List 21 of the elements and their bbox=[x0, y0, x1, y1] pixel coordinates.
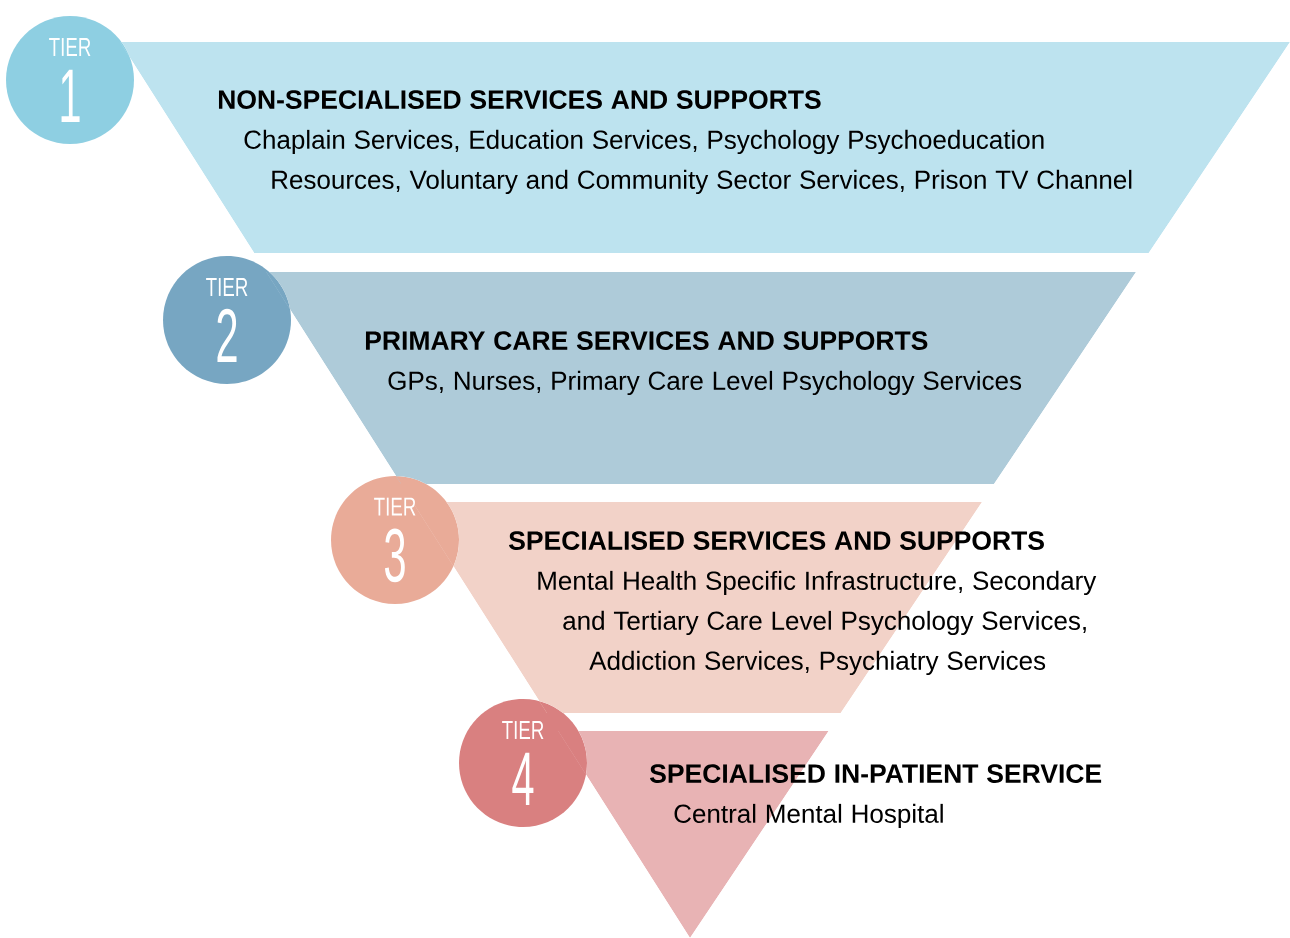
band-description: Central Mental Hospital bbox=[674, 803, 943, 829]
tier-circle bbox=[6, 16, 134, 144]
band-heading: PRIMARY CARE SERVICES AND SUPPORTS bbox=[366, 331, 928, 350]
tier-label: TIER bbox=[374, 497, 416, 516]
tier-label: TIER bbox=[502, 721, 544, 739]
band-description: Chaplain Services, Education Services, Psychology Psychoeducation Resources, Voluntary and Community Sector Services, Prison TV Channel bbox=[244, 129, 1132, 195]
band-description: Mental Health Specific Infrastructure, Secondary and Tertiary Care Level Psychology Services, Addiction Services, Psychiatry Services bbox=[538, 570, 1097, 676]
tier-circle bbox=[163, 256, 291, 384]
band-description: GPs, Nurses, Primary Care Level Psychology Services bbox=[388, 370, 1022, 396]
tier-label: TIER bbox=[206, 278, 248, 296]
tier-number: 2 bbox=[217, 308, 237, 362]
tier-number: 1 bbox=[61, 69, 80, 122]
tier-number: 4 bbox=[512, 752, 534, 805]
tier-number: 3 bbox=[384, 528, 405, 583]
tier-label: TIER bbox=[49, 38, 91, 56]
tier-band bbox=[120, 42, 1290, 253]
tier-circle bbox=[459, 699, 587, 827]
band-heading: NON-SPECIALISED SERVICES AND SUPPORTS bbox=[219, 90, 821, 109]
tier-circle bbox=[331, 476, 459, 604]
band-heading: SPECIALISED SERVICES AND SUPPORTS bbox=[509, 531, 1044, 550]
band-heading: SPECIALISED IN-PATIENT SERVICE bbox=[650, 764, 1102, 783]
